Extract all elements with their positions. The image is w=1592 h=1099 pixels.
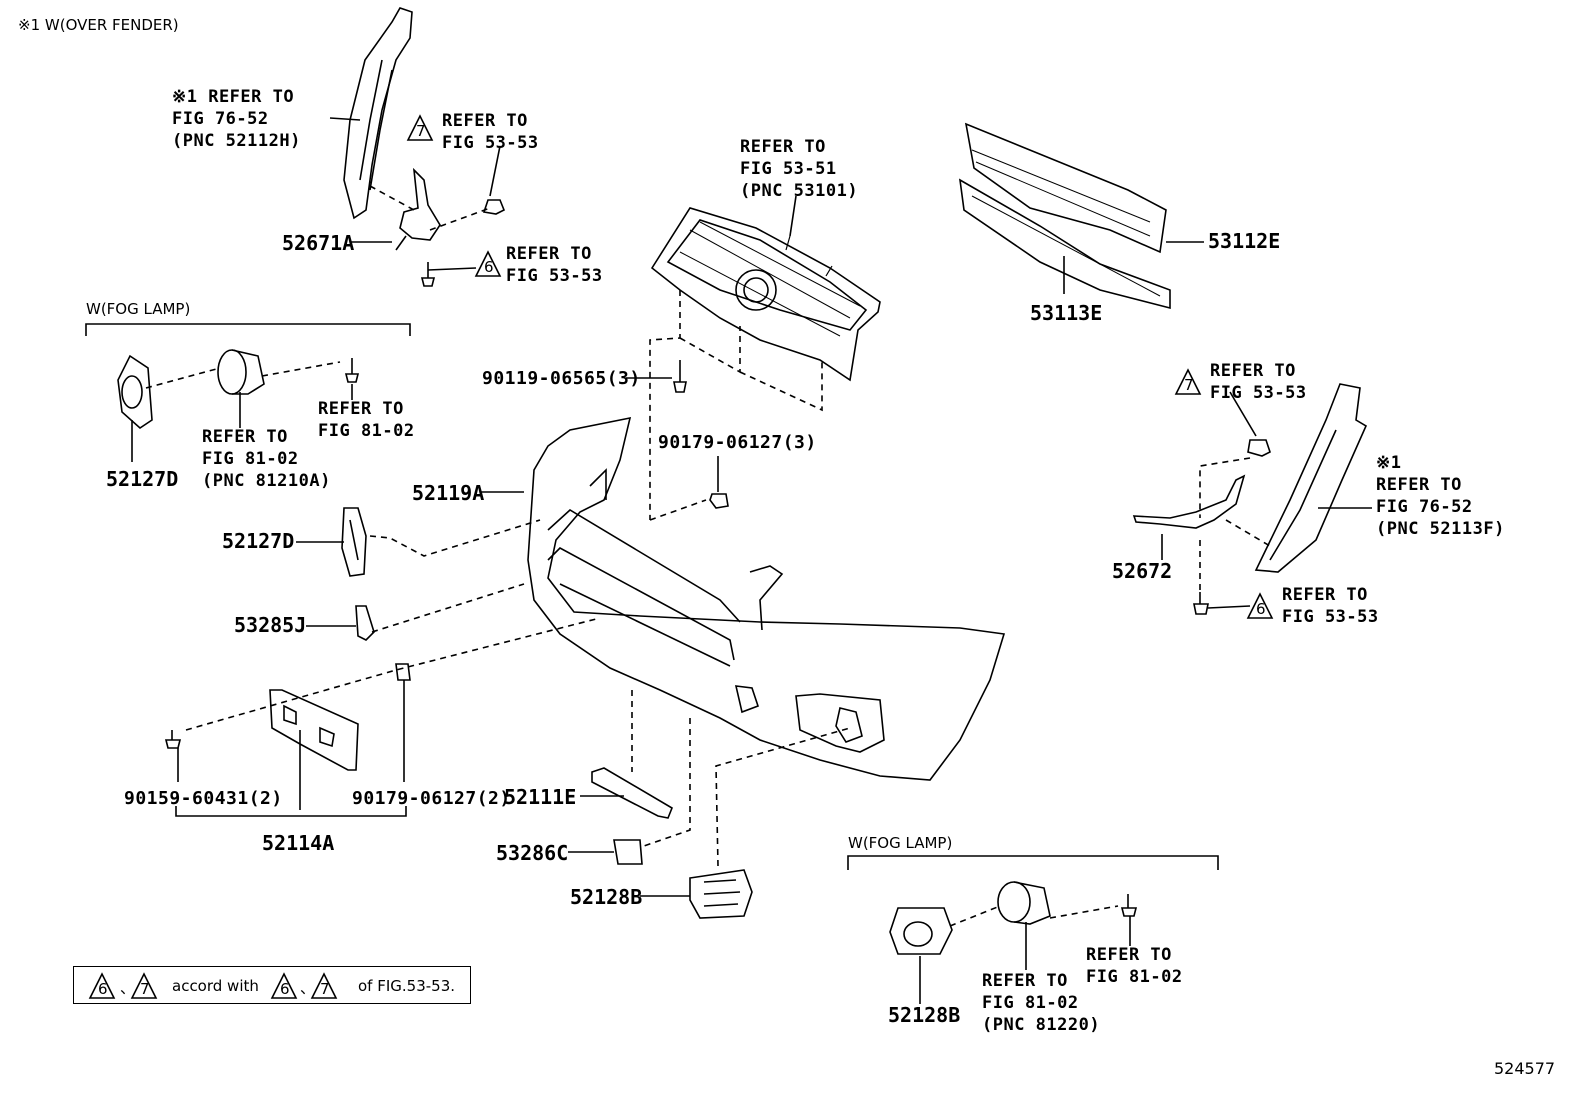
ref-over-fender-right: ※1 REFER TO FIG 76-52 (PNC 52113F) [1376,453,1505,539]
over-fender-right [1254,383,1368,573]
bumper-cover-52119A [527,416,1006,781]
clip-top [482,199,506,215]
dash-fog-right [949,905,1119,927]
triangle-6-right-number: 6 [1256,600,1266,618]
part-90119-06565: 90119-06565(3) [482,368,641,389]
fog-lamp-left-label: W(FOG LAMP) [86,300,191,318]
clip-90179-3 [709,493,729,509]
license-bracket-52114A [269,689,359,771]
bezel-52128B-a [689,869,753,919]
triangle-7-top-number: 7 [416,122,426,140]
part-53113E: 53113E [1030,301,1103,325]
dash-52127D-b [369,519,541,557]
triangle-6-top [474,250,502,277]
leader-tri6-right [1207,605,1251,609]
part-53285J: 53285J [234,613,307,637]
leader-grille [789,195,797,237]
part-52111E: 52111E [504,785,577,809]
ref-fog-right-bulb: REFER TO FIG 81-02 [1086,945,1183,987]
ref-tri7-top: REFER TO FIG 53-53 [442,111,539,153]
dash-53286C [643,718,691,847]
triangle-7-right [1174,368,1202,395]
dash-clip-90179-3 [649,499,707,521]
fog-lamp-right-label: W(FOG LAMP) [848,834,953,852]
part-52671A: 52671A [282,231,355,255]
ref-tri6-top: REFER TO FIG 53-53 [506,244,603,286]
cap-53286C [613,839,643,865]
part-52128B-b: 52128B [888,1003,961,1027]
dash-53285J [371,583,525,633]
ref-over-fender-left: ※1 REFER TO FIG 76-52 (PNC 52112H) [172,87,301,151]
note-sep-1: 、 [120,979,136,997]
lower-grille-53112E [964,122,1167,254]
ref-fog-right-lamp: REFER TO FIG 81-02 (PNC 81220) [982,971,1101,1035]
bracket-52114A [175,806,407,817]
ref-grille: REFER TO FIG 53-51 (PNC 53101) [740,137,859,201]
dash-52128B-a [715,727,851,867]
over-fender-left [343,7,413,220]
note-sep-2: 、 [300,979,316,997]
bracket-52671A [395,167,441,251]
part-52119A: 52119A [412,481,485,505]
bulb-right [1120,894,1138,917]
reflector-52127D [341,507,367,577]
radiator-grille [650,207,881,382]
part-53112E: 53112E [1208,229,1281,253]
ref-fog-left-lamp: REFER TO FIG 81-02 (PNC 81210A) [202,427,331,491]
dash-right-clip [1199,457,1251,518]
fog-right-bracket [847,855,1219,870]
bracket-52672 [1132,474,1246,529]
note-box: 、 accord with 、 of FIG.53-53. [73,966,471,1004]
note-accord: accord with [172,977,259,995]
triangle-7-top [406,114,434,141]
dash-grille [649,290,823,520]
note-triangle-6a: 6 [98,980,108,998]
part-90179-06127-2: 90179-06127(2) [352,788,511,809]
leader-tri6-top [427,267,477,271]
triangle-6-right [1246,592,1274,619]
note-triangle-7b: 7 [320,980,330,998]
part-52114A: 52114A [262,831,335,855]
fog-cover-52127D-left [117,354,153,430]
note-triangles [88,972,338,999]
clip-90179-2 [395,663,411,681]
ref-tri7-right: REFER TO FIG 53-53 [1210,361,1307,403]
part-53286C: 53286C [496,841,569,865]
part-90179-06127-3: 90179-06127(3) [658,432,817,453]
strip-52111E [591,767,673,819]
fog-bezel-52128B-b [889,907,953,955]
part-52127D-a: 52127D [106,467,179,491]
note-triangle-7a: 7 [140,980,150,998]
cover-53285J [355,605,375,641]
note-triangle-6b: 6 [280,980,290,998]
leader-fender-left [329,117,361,121]
dash-fender-left [369,185,491,231]
part-90159-60431: 90159-60431(2) [124,788,283,809]
dash-fender-right [1225,519,1271,547]
lower-grille-53113E [958,178,1171,310]
header-note: ※1 W(OVER FENDER) [18,16,179,34]
bolt-90159 [164,730,182,749]
leader-tri7-top [489,145,501,197]
part-52128B-a: 52128B [570,885,643,909]
clip-right [1247,439,1271,457]
bulb-left [344,358,360,383]
ref-fog-left-bulb: REFER TO FIG 81-02 [318,399,415,441]
part-52127D-b: 52127D [222,529,295,553]
note-of: of FIG.53-53. [358,977,456,995]
fog-lamp-right [997,881,1051,925]
screw-right [1193,592,1209,615]
ref-tri6-right: REFER TO FIG 53-53 [1282,585,1379,627]
triangle-6-top-number: 6 [484,258,494,276]
leader-tri7-right [1229,391,1257,437]
fog-left-bracket [85,323,411,336]
screw-top [420,262,436,287]
dash-fog-left [145,361,341,389]
part-52672: 52672 [1112,559,1173,583]
triangle-7-right-number: 7 [1184,376,1194,394]
fog-lamp-left [217,349,265,395]
figure-id: 524577 [1494,1059,1556,1078]
screw-90119 [673,360,687,393]
